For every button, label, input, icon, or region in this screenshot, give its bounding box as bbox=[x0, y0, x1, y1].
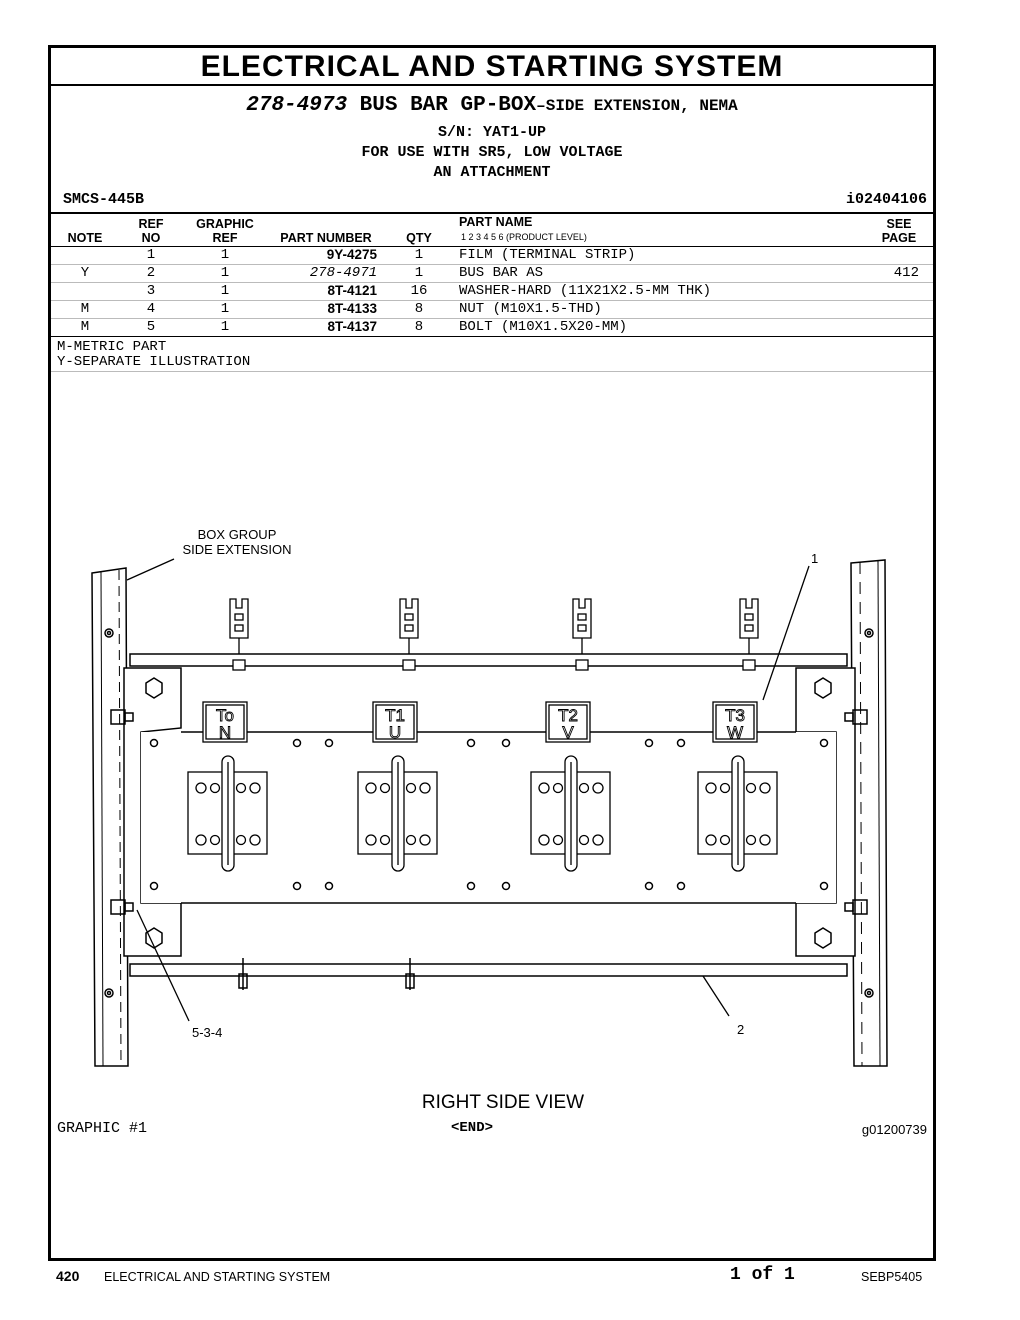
row-part-number: 8T-4133 bbox=[327, 301, 377, 316]
row-divider bbox=[51, 282, 933, 283]
row-ref: 3 bbox=[146, 283, 156, 299]
callout-1: 1 bbox=[811, 551, 818, 566]
graphic-number: GRAPHIC #1 bbox=[57, 1120, 148, 1137]
table-top-rule bbox=[51, 212, 933, 214]
row-part-number: 8T-4121 bbox=[327, 283, 377, 298]
row-part-number: 9Y-4275 bbox=[326, 247, 377, 262]
header-part-name: PART NAME bbox=[459, 215, 533, 229]
row-divider bbox=[51, 318, 933, 319]
note-separate: Y-SEPARATE ILLUSTRATION bbox=[57, 354, 251, 370]
row-part-name: BUS BAR AS bbox=[459, 265, 544, 281]
row-note: Y bbox=[80, 265, 90, 281]
table-bottom-rule bbox=[51, 336, 933, 337]
row-part-name: WASHER-HARD (11X21X2.5-MM THK) bbox=[459, 283, 712, 299]
serial-number: S/N: YAT1-UP bbox=[437, 124, 547, 141]
row-part-number: 8T-4137 bbox=[327, 319, 377, 334]
footer-section: ELECTRICAL AND STARTING SYSTEM bbox=[104, 1270, 331, 1284]
note-metric: M-METRIC PART bbox=[57, 339, 167, 355]
row-qty: 1 bbox=[414, 265, 424, 281]
row-part-name: FILM (TERMINAL STRIP) bbox=[459, 247, 636, 263]
terminal-1-bottom: U bbox=[389, 723, 401, 742]
illustration-id: i02404106 bbox=[845, 191, 927, 208]
header-qty: QTY bbox=[406, 231, 432, 245]
callout-5-3-4: 5-3-4 bbox=[192, 1025, 222, 1040]
row-qty: 8 bbox=[414, 301, 424, 317]
row-see-page: 412 bbox=[893, 265, 919, 281]
terminal-2-top: T2 bbox=[558, 706, 578, 725]
row-part-name: NUT (M10X1.5-THD) bbox=[459, 301, 602, 317]
row-qty: 16 bbox=[410, 283, 428, 299]
terminal-0-top: To bbox=[216, 706, 234, 725]
terminal-0-bottom: N bbox=[219, 723, 231, 742]
row-divider bbox=[51, 264, 933, 265]
usage-line: FOR USE WITH SR5, LOW VOLTAGE bbox=[361, 144, 623, 161]
header-part-number: PART NUMBER bbox=[280, 231, 372, 245]
terminal-1-top: T1 bbox=[385, 706, 405, 725]
footer-page-number: 420 bbox=[56, 1268, 80, 1284]
header-product-level: 1 2 3 4 5 6 (PRODUCT LEVEL) bbox=[461, 232, 587, 242]
row-graphic: 1 bbox=[220, 301, 230, 317]
terminal-2-bottom: V bbox=[562, 723, 574, 742]
callout-2: 2 bbox=[737, 1022, 744, 1037]
row-divider bbox=[51, 300, 933, 301]
header-see-top: SEE bbox=[886, 217, 912, 231]
header-graphic-bottom: REF bbox=[212, 231, 238, 245]
terminal-3-bottom: W bbox=[727, 723, 743, 742]
part-title: 278-4973 BUS BAR GP-BOX–SIDE EXTENSION, … bbox=[51, 94, 933, 117]
row-qty: 1 bbox=[414, 247, 424, 263]
smcs-code: SMCS-445B bbox=[63, 191, 145, 208]
part-number: 278-4973 bbox=[246, 94, 348, 117]
row-note: M bbox=[80, 301, 90, 317]
callout-side-extension: SIDE EXTENSION bbox=[182, 542, 291, 557]
header-rule bbox=[51, 246, 933, 247]
header-see-bottom: PAGE bbox=[881, 231, 917, 245]
view-label: RIGHT SIDE VIEW bbox=[422, 1092, 584, 1113]
attachment-line: AN ATTACHMENT bbox=[433, 164, 551, 181]
row-graphic: 1 bbox=[220, 283, 230, 299]
terminal-3-top: T3 bbox=[725, 706, 745, 725]
row-part-name: BOLT (M10X1.5X20-MM) bbox=[459, 319, 628, 335]
header-note: NOTE bbox=[67, 231, 103, 245]
graphic-id: g01200739 bbox=[861, 1122, 927, 1137]
part-suffix: –SIDE EXTENSION, NEMA bbox=[536, 97, 738, 115]
notes-rule bbox=[51, 371, 933, 372]
row-ref: 2 bbox=[146, 265, 156, 281]
footer-doc-id: SEBP5405 bbox=[861, 1270, 923, 1284]
header-ref-top: REF bbox=[138, 217, 164, 231]
row-note: M bbox=[80, 319, 90, 335]
row-ref: 4 bbox=[146, 301, 156, 317]
part-name: BUS BAR GP-BOX bbox=[359, 94, 537, 117]
row-ref: 1 bbox=[146, 247, 156, 263]
row-qty: 8 bbox=[414, 319, 424, 335]
row-graphic: 1 bbox=[220, 247, 230, 263]
bus-bar-diagram: To N T1 U T2 V T3 W BOX GROUP SIDE EXTEN… bbox=[91, 527, 888, 1113]
header-ref-bottom: NO bbox=[141, 231, 161, 245]
row-ref: 5 bbox=[146, 319, 156, 335]
footer-page-count: 1 of 1 bbox=[730, 1265, 795, 1285]
row-graphic: 1 bbox=[220, 319, 230, 335]
row-graphic: 1 bbox=[220, 265, 230, 281]
end-marker: <END> bbox=[451, 1120, 494, 1136]
section-title: ELECTRICAL AND STARTING SYSTEM bbox=[51, 48, 933, 86]
page-frame: ELECTRICAL AND STARTING SYSTEM 278-4973 … bbox=[48, 45, 936, 1261]
row-part-number: 278-4971 bbox=[309, 265, 377, 281]
header-graphic-top: GRAPHIC bbox=[196, 217, 254, 231]
callout-box-group: BOX GROUP bbox=[198, 527, 277, 542]
